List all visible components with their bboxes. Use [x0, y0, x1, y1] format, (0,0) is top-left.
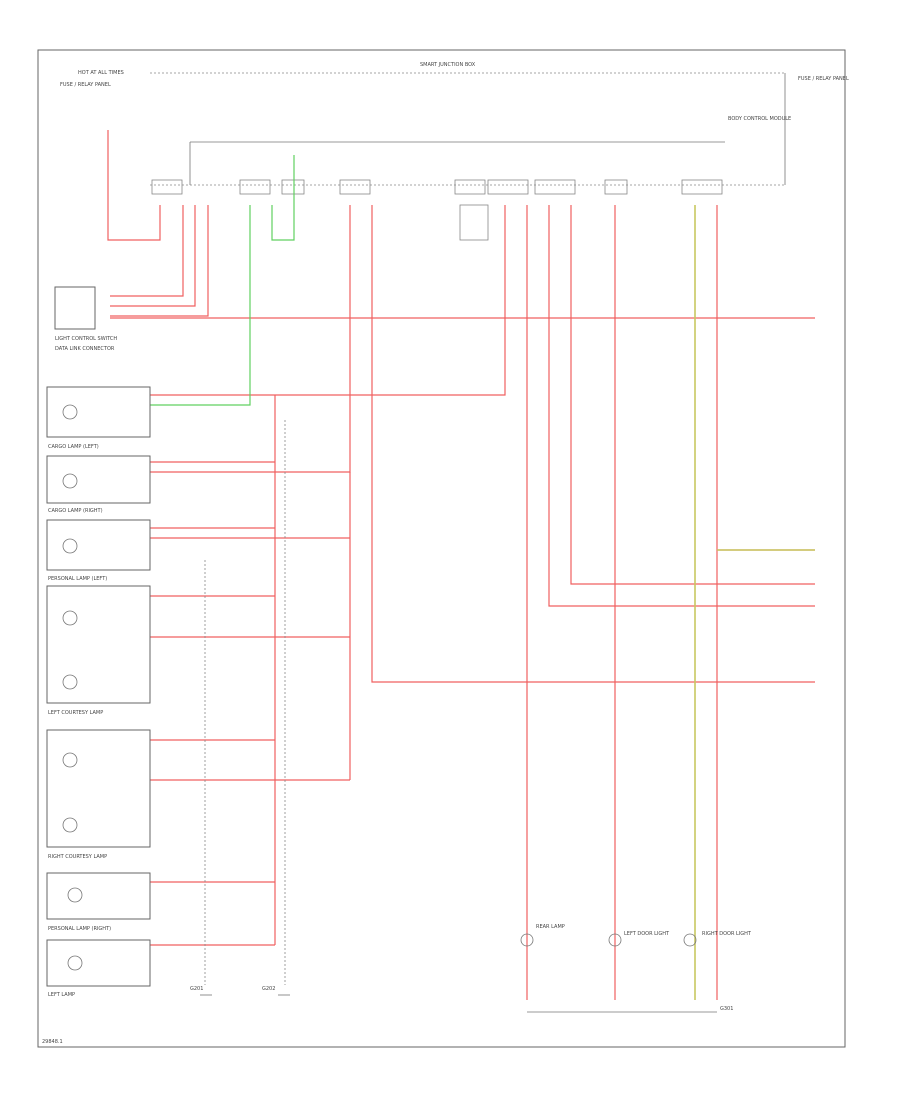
red-wires [107, 130, 815, 1000]
left-components: LIGHT CONTROL SWITCH DATA LINK CONNECTOR… [46, 286, 151, 998]
header-labels: HOT AT ALL TIMES FUSE / RELAY PANEL FUSE… [60, 62, 849, 122]
door-light-right-box [46, 729, 151, 848]
cargo-lamp-left-box [46, 386, 151, 438]
label-fuse-left: FUSE / RELAY PANEL [60, 82, 111, 88]
label-smart-junction: SMART JUNCTION BOX [420, 62, 476, 68]
green-wires [150, 155, 295, 406]
diagram-border [37, 49, 846, 1048]
yellow-wires [694, 205, 815, 1000]
label-rear-lamp: REAR LAMP [536, 924, 565, 930]
right-lamps: REAR LAMP LEFT DOOR LIGHT RIGHT DOOR LIG… [520, 924, 752, 1013]
label-body-control: BODY CONTROL MODULE [728, 116, 791, 122]
label-personal-left: PERSONAL LAMP (LEFT) [48, 576, 107, 582]
label-ground-a: G201 [190, 986, 203, 992]
label-door-right: RIGHT COURTESY LAMP [48, 854, 107, 860]
label-hot: HOT AT ALL TIMES [78, 70, 124, 76]
personal-lamp-right-box [46, 872, 151, 920]
label-door-left: LEFT COURTESY LAMP [48, 710, 103, 716]
ground-symbols: G201 G202 G301 [190, 986, 733, 1012]
label-right-door: RIGHT DOOR LIGHT [702, 931, 752, 937]
label-cargo-right: CARGO LAMP (RIGHT) [48, 508, 103, 514]
connector-pins [151, 179, 723, 241]
door-light-left-box [46, 585, 151, 704]
dashed-signal-lines [204, 420, 286, 985]
label-data-link: DATA LINK CONNECTOR [55, 346, 115, 352]
label-fuse-right: FUSE / RELAY PANEL [798, 76, 849, 82]
left-lamp-box [46, 939, 151, 987]
label-personal-right: PERSONAL LAMP (RIGHT) [48, 926, 111, 932]
label-left-lamp: LEFT LAMP [48, 992, 75, 998]
top-bus [150, 72, 786, 186]
personal-lamp-left-box [46, 519, 151, 571]
label-ground-c: G301 [720, 1006, 733, 1012]
light-control-switch-box [54, 286, 96, 330]
cargo-lamp-right-box [46, 455, 151, 504]
label-ground-b: G202 [262, 986, 275, 992]
label-light-switch: LIGHT CONTROL SWITCH [55, 336, 117, 342]
label-cargo-left: CARGO LAMP (LEFT) [48, 444, 99, 450]
label-left-door: LEFT DOOR LIGHT [624, 931, 670, 937]
page-code: 29848.1 [42, 1039, 63, 1045]
